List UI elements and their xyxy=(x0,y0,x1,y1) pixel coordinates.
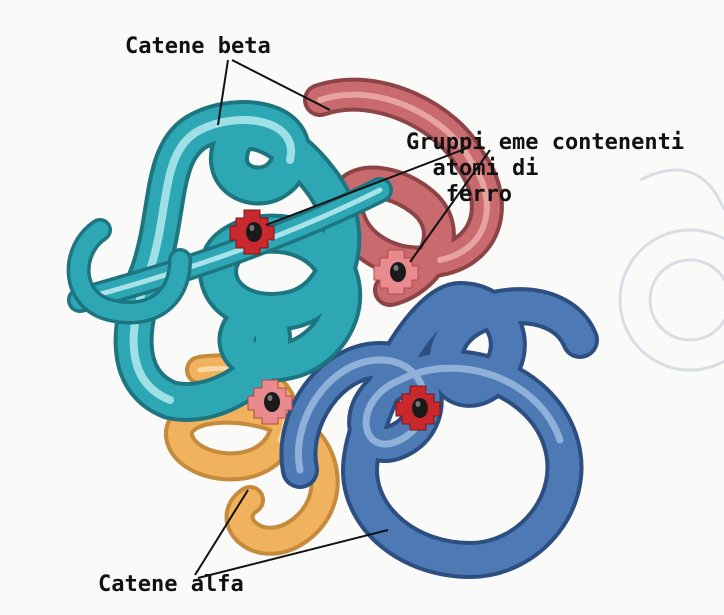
beta-chains-label: Catene beta xyxy=(125,34,271,60)
heme-groups-label: Gruppi eme contenenti atomi di ferro xyxy=(406,130,684,208)
alpha-chains-label: Catene alfa xyxy=(98,572,244,598)
